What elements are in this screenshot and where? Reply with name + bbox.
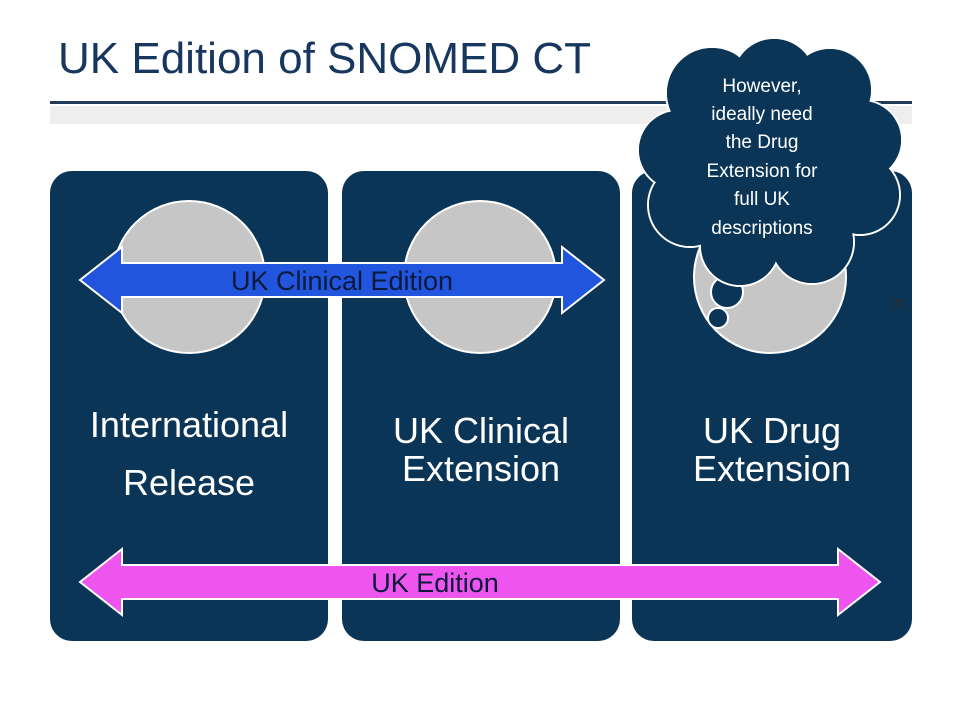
uk-edition-arrow-label: UK Edition bbox=[371, 568, 499, 598]
clinical-edition-arrow bbox=[78, 244, 606, 316]
clinical-extension-label: UK Clinical Extension bbox=[392, 410, 570, 489]
title-divider bbox=[50, 101, 912, 104]
bubble-line-3: the Drug bbox=[726, 132, 799, 153]
international-label-line2: Release bbox=[122, 462, 256, 503]
bubble-line-6: descriptions bbox=[711, 218, 812, 239]
bubble-line-5: full UK bbox=[734, 189, 790, 210]
uk-edition-arrow bbox=[78, 546, 882, 618]
international-label-line1: International bbox=[89, 404, 289, 445]
drug-extension-label: UK Drug Extension bbox=[692, 410, 852, 489]
bubble-line-1: However, bbox=[722, 76, 801, 97]
bubble-line-4: Extension for bbox=[707, 161, 819, 182]
clinical-edition-arrow-label: UK Clinical Edition bbox=[231, 266, 453, 296]
thought-bubble: However, ideally need the Drug Extension… bbox=[637, 37, 903, 329]
cutoff-text: n bbox=[894, 293, 905, 313]
bubble-line-2: ideally need bbox=[711, 104, 812, 125]
slide-title: UK Edition of SNOMED CT bbox=[58, 34, 592, 83]
